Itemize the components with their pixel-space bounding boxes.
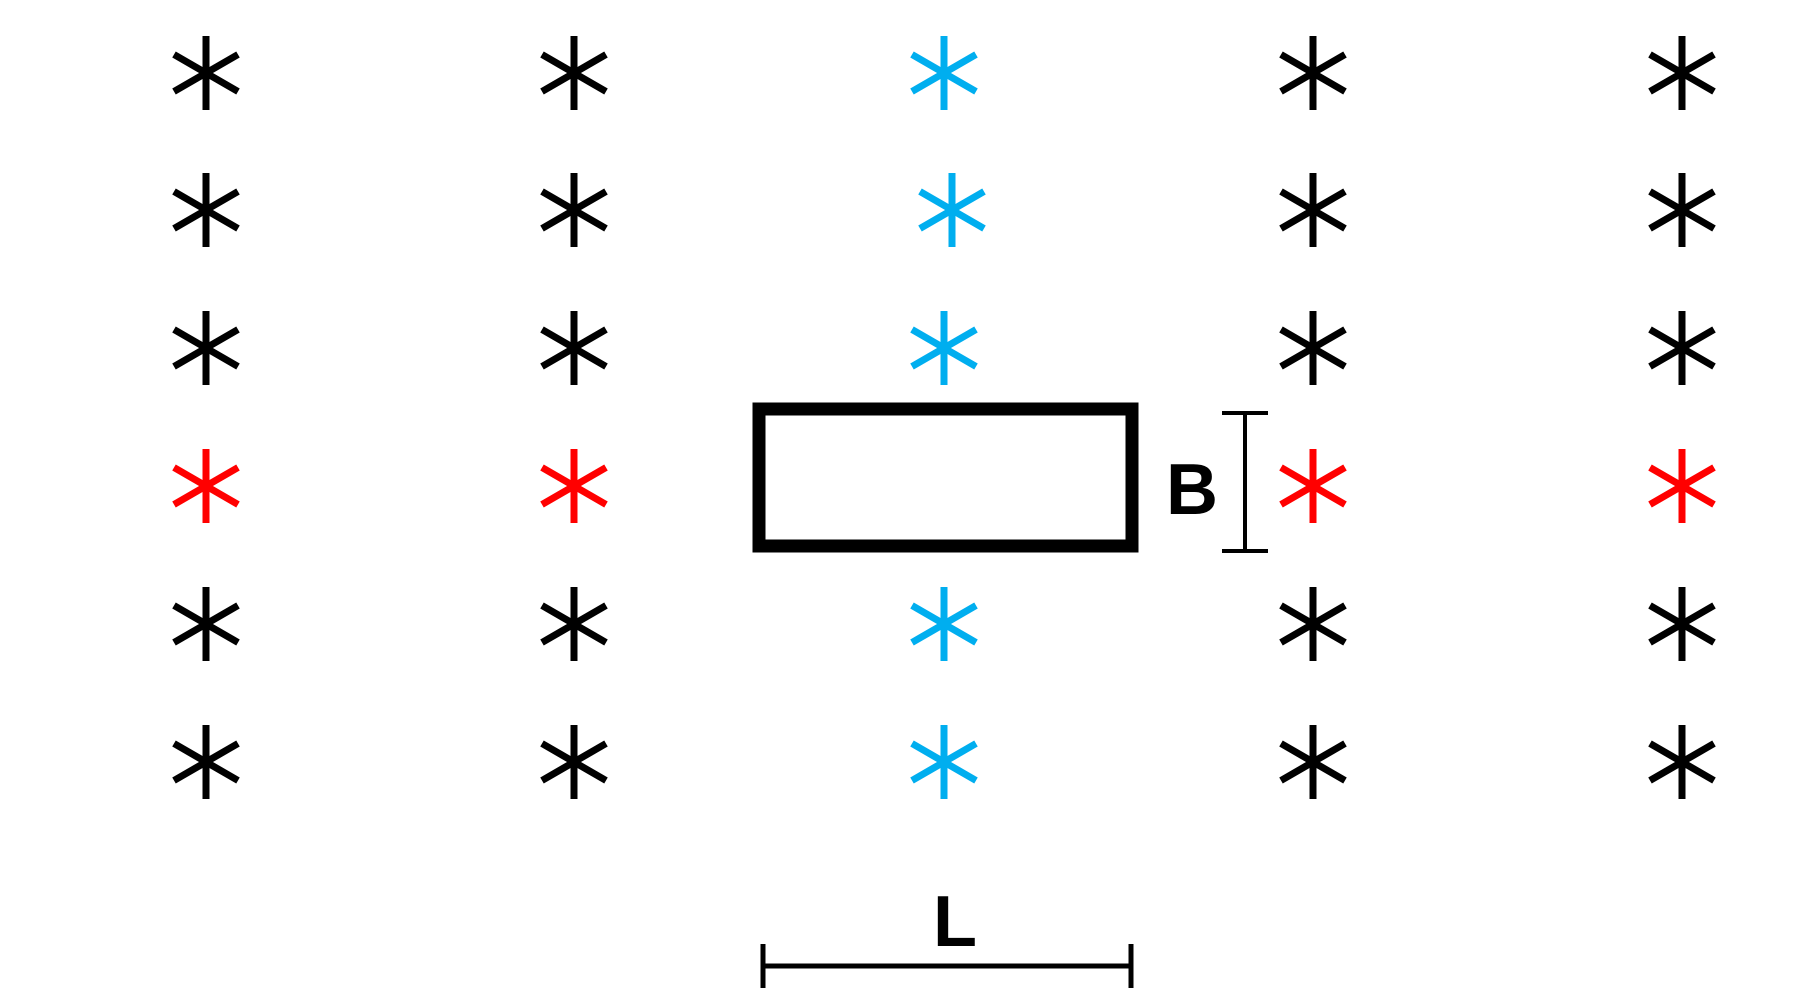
asterisk-icon bbox=[1648, 36, 1716, 110]
asterisk-icon bbox=[1648, 311, 1716, 385]
asterisk-icon bbox=[910, 36, 978, 110]
marker-grid bbox=[172, 36, 1716, 799]
asterisk-stroke bbox=[172, 464, 240, 508]
asterisk-icon bbox=[172, 725, 240, 799]
asterisk-stroke bbox=[910, 326, 978, 370]
asterisk-stroke bbox=[172, 326, 240, 370]
asterisk-icon bbox=[1279, 311, 1347, 385]
asterisk-stroke bbox=[1648, 740, 1716, 784]
asterisk-stroke bbox=[540, 326, 608, 370]
asterisk-stroke bbox=[1279, 740, 1347, 784]
asterisk-icon bbox=[1279, 587, 1347, 661]
asterisk-stroke bbox=[172, 602, 240, 646]
asterisk-stroke bbox=[1648, 51, 1716, 95]
asterisk-icon bbox=[910, 725, 978, 799]
asterisk-icon bbox=[172, 36, 240, 110]
asterisk-icon bbox=[1279, 173, 1347, 247]
asterisk-stroke bbox=[910, 740, 978, 784]
asterisk-icon bbox=[1279, 36, 1347, 110]
asterisk-stroke bbox=[1648, 602, 1716, 646]
asterisk-icon bbox=[1279, 449, 1347, 523]
asterisk-stroke bbox=[172, 188, 240, 232]
asterisk-stroke bbox=[1279, 602, 1347, 646]
asterisk-icon bbox=[1279, 725, 1347, 799]
asterisk-stroke bbox=[540, 188, 608, 232]
asterisk-icon bbox=[172, 311, 240, 385]
asterisk-stroke bbox=[540, 740, 608, 784]
asterisk-icon bbox=[540, 311, 608, 385]
asterisk-icon bbox=[540, 173, 608, 247]
asterisk-icon bbox=[1648, 173, 1716, 247]
length-dimension: L bbox=[760, 882, 1134, 988]
asterisk-stroke bbox=[172, 740, 240, 784]
asterisk-stroke bbox=[1279, 464, 1347, 508]
asterisk-stroke bbox=[1648, 326, 1716, 370]
asterisk-icon bbox=[540, 587, 608, 661]
asterisk-icon bbox=[540, 449, 608, 523]
width-dimension-label: B bbox=[1166, 450, 1218, 530]
asterisk-stroke bbox=[918, 188, 986, 232]
asterisk-stroke bbox=[910, 51, 978, 95]
asterisk-icon bbox=[1648, 587, 1716, 661]
asterisk-stroke bbox=[540, 51, 608, 95]
asterisk-icon bbox=[918, 173, 986, 247]
length-dimension-label: L bbox=[933, 882, 977, 962]
asterisk-icon bbox=[910, 587, 978, 661]
asterisk-icon bbox=[910, 311, 978, 385]
asterisk-icon bbox=[172, 449, 240, 523]
asterisk-stroke bbox=[540, 464, 608, 508]
rectangular-body bbox=[752, 402, 1139, 553]
asterisk-icon bbox=[1648, 449, 1716, 523]
asterisk-icon bbox=[540, 36, 608, 110]
asterisk-stroke bbox=[1648, 464, 1716, 508]
asterisk-stroke bbox=[910, 602, 978, 646]
asterisk-icon bbox=[172, 587, 240, 661]
asterisk-icon bbox=[1648, 725, 1716, 799]
asterisk-icon bbox=[540, 725, 608, 799]
asterisk-stroke bbox=[172, 51, 240, 95]
asterisk-stroke bbox=[540, 602, 608, 646]
asterisk-stroke bbox=[1279, 188, 1347, 232]
asterisk-icon bbox=[172, 173, 240, 247]
width-dimension: B bbox=[1166, 411, 1268, 553]
asterisk-stroke bbox=[1279, 51, 1347, 95]
asterisk-stroke bbox=[1279, 326, 1347, 370]
asterisk-stroke bbox=[1648, 188, 1716, 232]
